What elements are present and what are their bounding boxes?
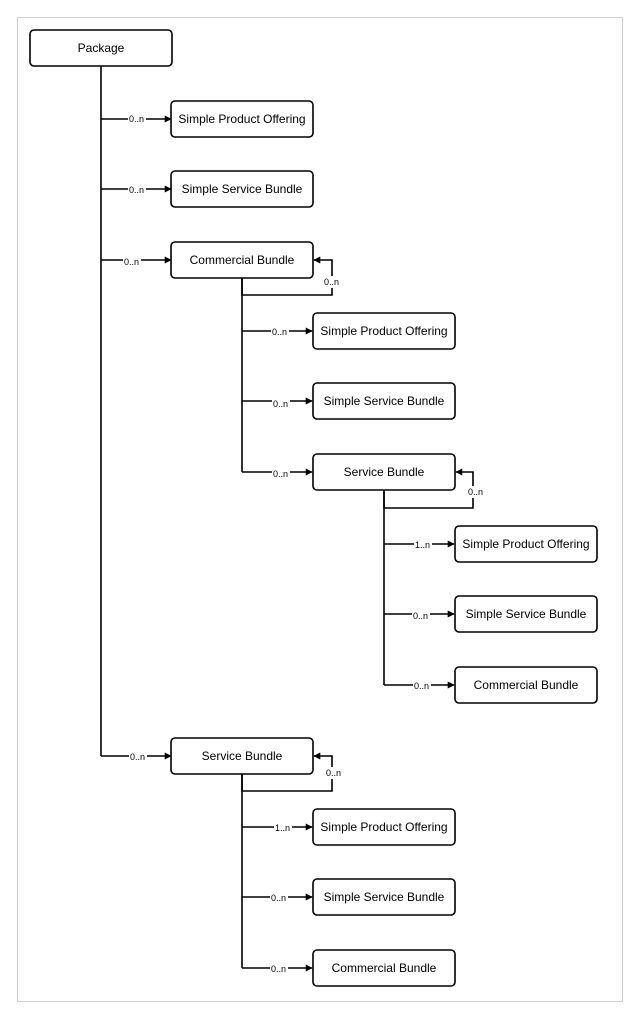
node-label: Simple Service Bundle <box>324 890 445 904</box>
node-service-bundle[interactable]: Service Bundle <box>170 737 314 775</box>
label-package-to-simple-service-bundle: 0..n <box>128 184 146 196</box>
multiplicity-label: 0..n <box>273 469 288 479</box>
diagram-frame <box>17 17 623 1002</box>
node-commercial-bundle[interactable]: Commercial Bundle <box>170 241 314 279</box>
label-commercial-bundle-to-simple-service-bundle: 0..n <box>272 398 290 410</box>
node-package[interactable]: Package <box>29 29 173 67</box>
multiplicity-label: 0..n <box>272 327 287 337</box>
node-label: Simple Service Bundle <box>182 182 303 196</box>
node-simple-product-offering[interactable]: Simple Product Offering <box>170 100 314 138</box>
multiplicity-label: 0..n <box>273 399 288 409</box>
node-service-bundle-simple-product-offering[interactable]: Simple Product Offering <box>312 808 456 846</box>
label-nested-service-bundle-self-loop: 0..n <box>467 486 485 498</box>
node-commercial-bundle-simple-service-bundle[interactable]: Simple Service Bundle <box>312 382 456 420</box>
label-service-bundle-to-commercial-bundle: 0..n <box>270 963 288 975</box>
label-commercial-bundle-to-simple-product-offering: 0..n <box>271 326 289 338</box>
label-service-bundle-to-simple-service-bundle: 0..n <box>270 892 288 904</box>
node-service-bundle-simple-service-bundle[interactable]: Simple Service Bundle <box>312 878 456 916</box>
label-package-to-simple-product-offering: 0..n <box>128 113 146 125</box>
multiplicity-label: 0..n <box>129 185 144 195</box>
node-label: Commercial Bundle <box>190 253 295 267</box>
label-service-bundle-to-simple-product-offering: 1..n <box>274 822 292 834</box>
multiplicity-label: 0..n <box>324 277 339 287</box>
multiplicity-label: 0..n <box>326 768 341 778</box>
node-label: Commercial Bundle <box>474 678 579 692</box>
multiplicity-label: 0..n <box>271 964 286 974</box>
node-commercial-bundle-service-bundle[interactable]: Service Bundle <box>312 453 456 491</box>
node-service-bundle-commercial-bundle[interactable]: Commercial Bundle <box>312 949 456 987</box>
node-label: Simple Product Offering <box>320 820 447 834</box>
node-nested-service-bundle-simple-product-offering[interactable]: Simple Product Offering <box>454 525 598 563</box>
node-commercial-bundle-simple-product-offering[interactable]: Simple Product Offering <box>312 312 456 350</box>
multiplicity-label: 0..n <box>271 893 286 903</box>
label-commercial-bundle-to-service-bundle: 0..n <box>272 468 290 480</box>
multiplicity-label: 0..n <box>129 114 144 124</box>
node-label: Simple Product Offering <box>320 324 447 338</box>
node-label: Service Bundle <box>202 749 283 763</box>
edge-labels: 0..n 0..n 0..n 0..n 0..n 0..n 0..n 0..n <box>123 113 485 975</box>
label-nested-service-bundle-to-simple-product-offering: 1..n <box>414 539 432 551</box>
label-package-to-service-bundle: 0..n <box>129 751 147 763</box>
node-simple-service-bundle[interactable]: Simple Service Bundle <box>170 170 314 208</box>
label-package-to-commercial-bundle: 0..n <box>123 256 141 268</box>
multiplicity-label: 1..n <box>415 540 430 550</box>
multiplicity-label: 1..n <box>275 823 290 833</box>
node-label: Package <box>78 41 125 55</box>
multiplicity-label: 0..n <box>414 681 429 691</box>
label-commercial-bundle-self-loop: 0..n <box>323 276 341 288</box>
multiplicity-label: 0..n <box>130 752 145 762</box>
node-nested-service-bundle-simple-service-bundle[interactable]: Simple Service Bundle <box>454 595 598 633</box>
multiplicity-label: 0..n <box>124 257 139 267</box>
node-label: Simple Product Offering <box>178 112 305 126</box>
multiplicity-label: 0..n <box>413 611 428 621</box>
nodes: Package Simple Product Offering Simple S… <box>29 29 598 987</box>
label-nested-service-bundle-to-simple-service-bundle: 0..n <box>412 610 430 622</box>
node-label: Service Bundle <box>344 465 425 479</box>
node-nested-service-bundle-commercial-bundle[interactable]: Commercial Bundle <box>454 666 598 704</box>
label-nested-service-bundle-to-commercial-bundle: 0..n <box>413 680 431 692</box>
node-label: Commercial Bundle <box>332 961 437 975</box>
node-label: Simple Service Bundle <box>466 607 587 621</box>
node-label: Simple Product Offering <box>462 537 589 551</box>
multiplicity-label: 0..n <box>468 487 483 497</box>
node-label: Simple Service Bundle <box>324 394 445 408</box>
label-service-bundle-self-loop: 0..n <box>325 767 343 779</box>
